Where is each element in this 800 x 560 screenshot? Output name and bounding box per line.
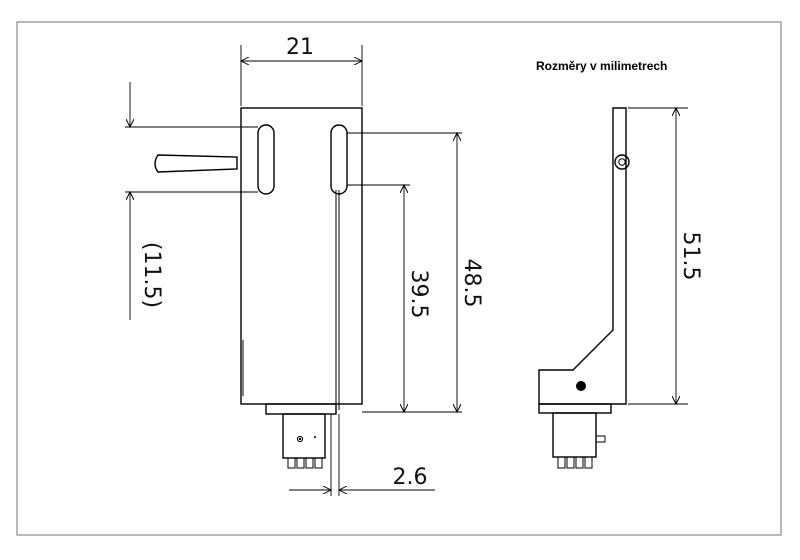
side-connector-tab (595, 435, 606, 443)
connector-pin (584, 456, 593, 469)
connector-pin (305, 457, 314, 469)
dimension-label-outer-height: 48.5 (459, 259, 484, 308)
dimension-slot-offset: 2.6 (289, 414, 435, 496)
connector-pin (575, 456, 584, 469)
dimension-width: 21 (241, 35, 362, 106)
left-slot (257, 124, 275, 195)
side-view (538, 107, 630, 469)
connector-pin (314, 457, 323, 469)
units-caption: Rozměry v milimetrech (536, 59, 667, 73)
connector-pin (557, 456, 566, 469)
connector-screw (296, 435, 304, 443)
dimension-inner-height: 39.5 (347, 185, 431, 412)
connector-pin (287, 457, 296, 469)
dimension-offset-left: (11.5) (125, 82, 258, 320)
connector-pin (296, 457, 305, 469)
dimension-label-slot-offset: 2.6 (393, 465, 428, 490)
dimension-label-offset-left: (11.5) (139, 242, 164, 308)
connector-pin (566, 456, 575, 469)
drawing-frame (16, 21, 782, 536)
side-screw (576, 381, 586, 391)
dimension-label-side-height: 51.5 (678, 232, 703, 281)
dimension-label-inner-height: 39.5 (406, 270, 431, 319)
dimension-side-height: 51.5 (628, 108, 703, 404)
side-pivot (614, 154, 630, 170)
stylus-lever (154, 154, 238, 173)
dimension-outer-height: 48.5 (347, 133, 484, 412)
front-view (154, 107, 363, 469)
dimension-label-width: 21 (286, 35, 314, 60)
side-body (538, 107, 627, 405)
right-slot (330, 124, 348, 195)
